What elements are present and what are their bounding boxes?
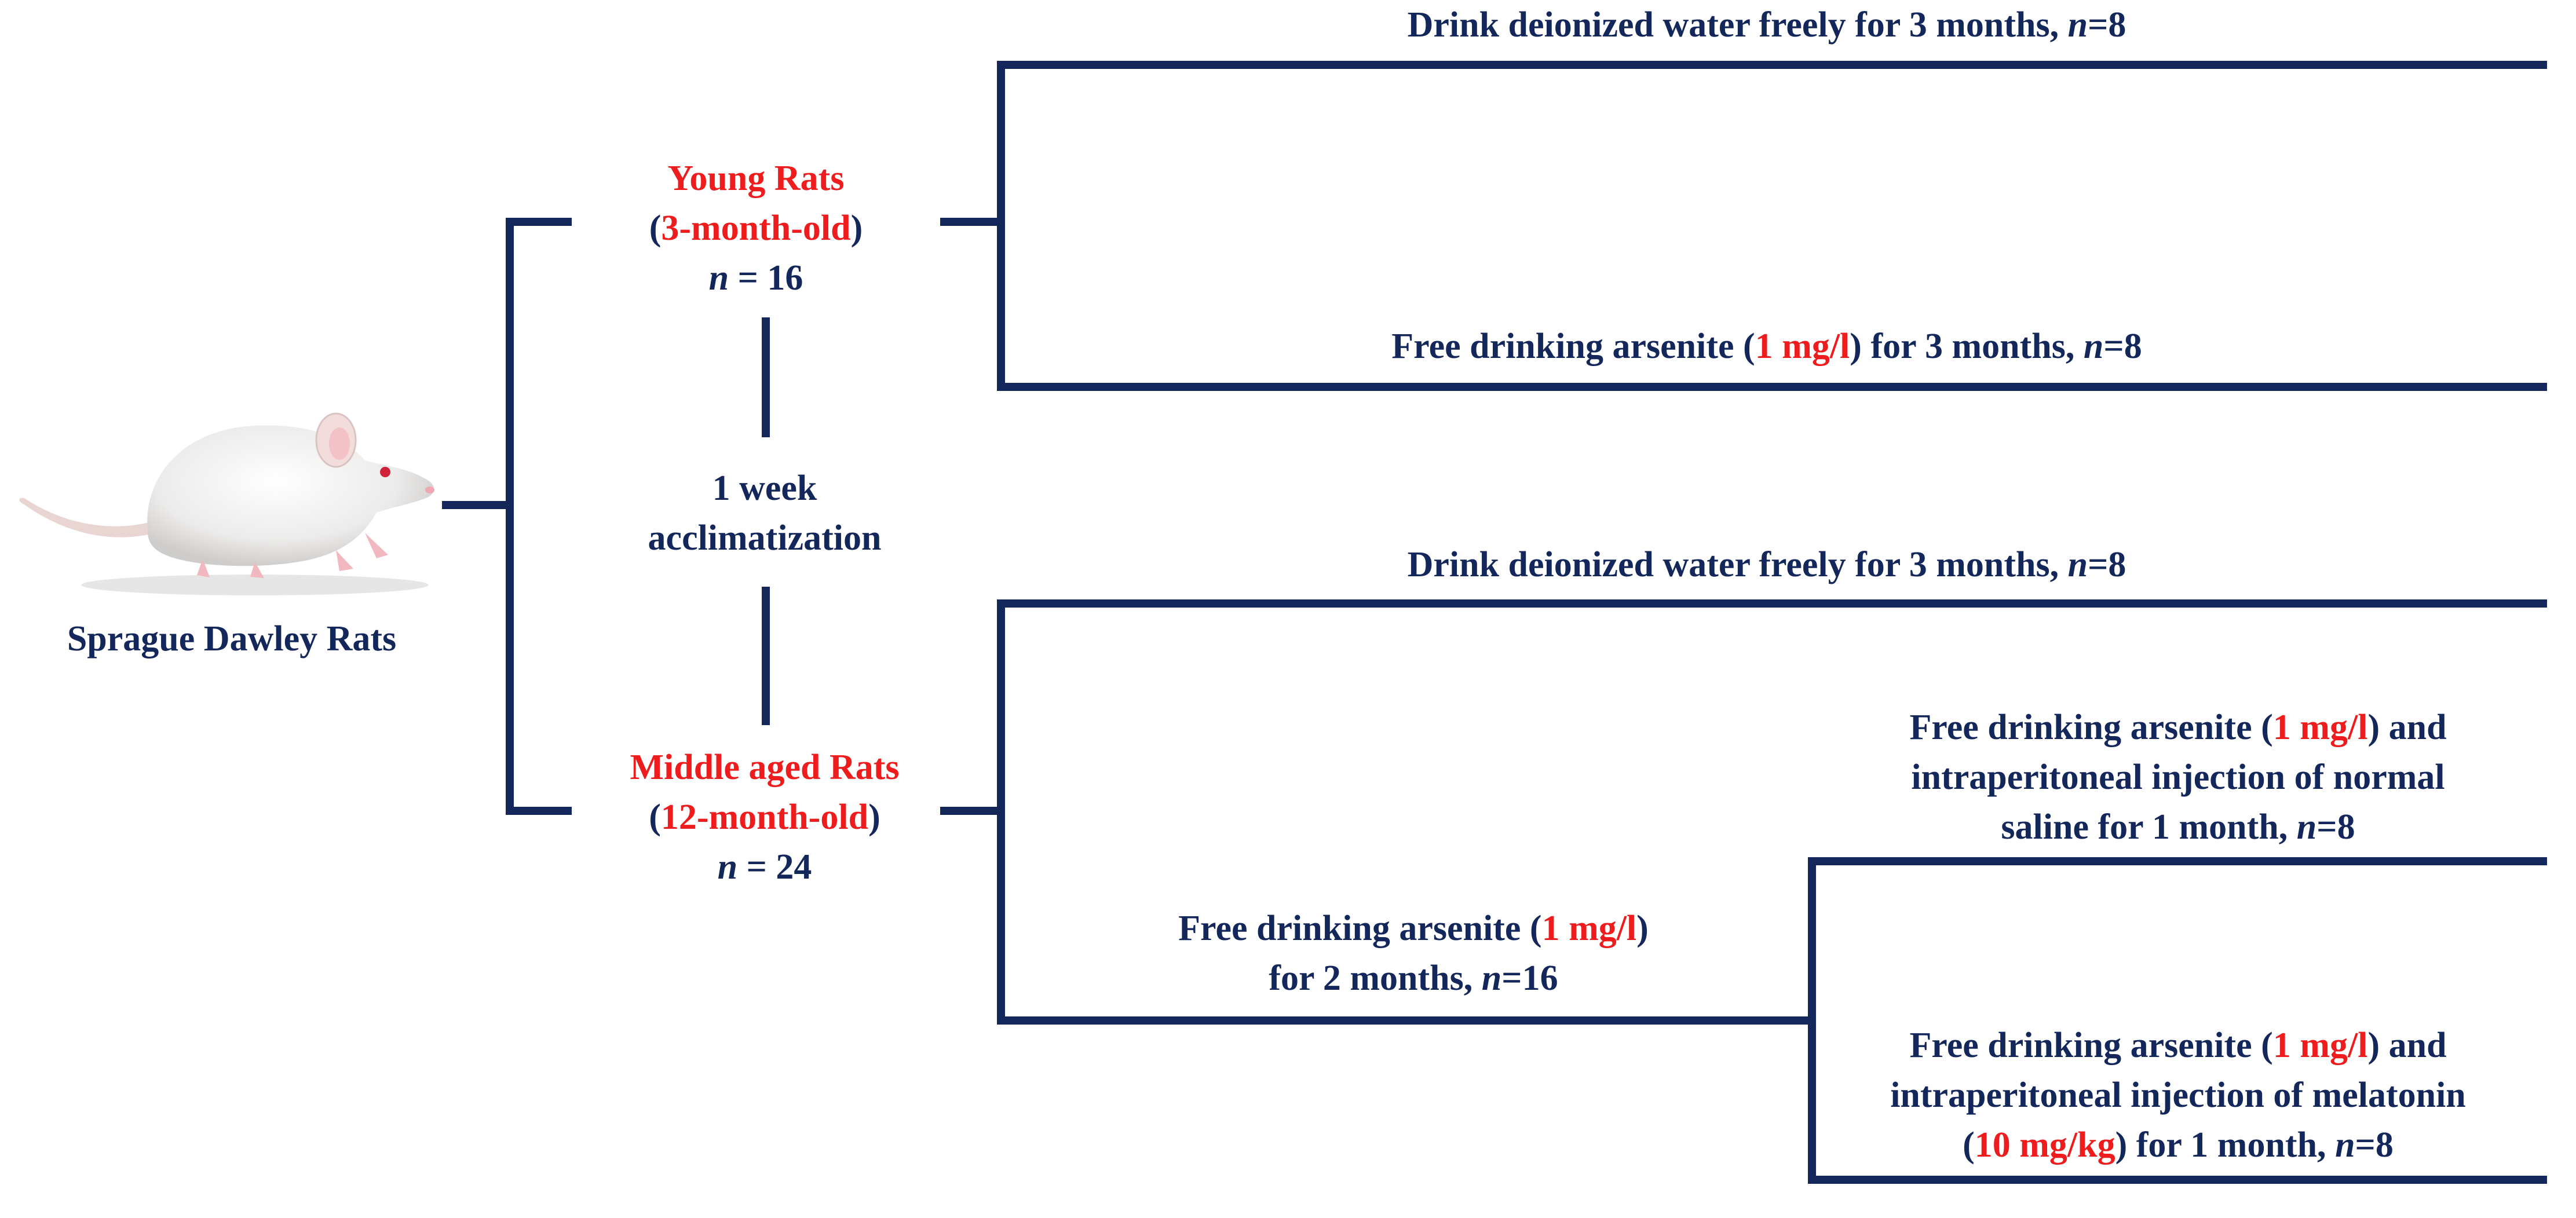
middle-count: n = 24: [717, 847, 812, 887]
middle-node: Middle aged Rats (12-month-old) n = 24: [568, 742, 962, 892]
young-title: Young Rats: [667, 159, 845, 198]
middle-arsenite-2m-group: Free drinking arsenite (1 mg/l) for 2 mo…: [1178, 909, 1649, 998]
young-arsenite-group: Free drinking arsenite (1 mg/l) for 3 mo…: [1391, 327, 2142, 366]
middle-age: (12-month-old): [649, 798, 880, 837]
saline-group: Free drinking arsenite (1 mg/l) and intr…: [1909, 708, 2447, 847]
young-node: Young Rats (3-month-old) n = 16: [568, 153, 944, 303]
root-label: Sprague Dawley Rats: [67, 619, 397, 659]
white-rat-icon: [19, 412, 434, 595]
middle-title: Middle aged Rats: [630, 748, 900, 787]
young-age: (3-month-old): [649, 209, 863, 248]
young-count: n = 16: [708, 258, 803, 298]
acclimatization-label: 1 week acclimatization: [648, 469, 882, 558]
young-water-group: Drink deionized water freely for 3 month…: [1407, 5, 2126, 45]
melatonin-group: Free drinking arsenite (1 mg/l) and intr…: [1890, 1026, 2466, 1165]
middle-water-group: Drink deionized water freely for 3 month…: [1407, 545, 2126, 584]
